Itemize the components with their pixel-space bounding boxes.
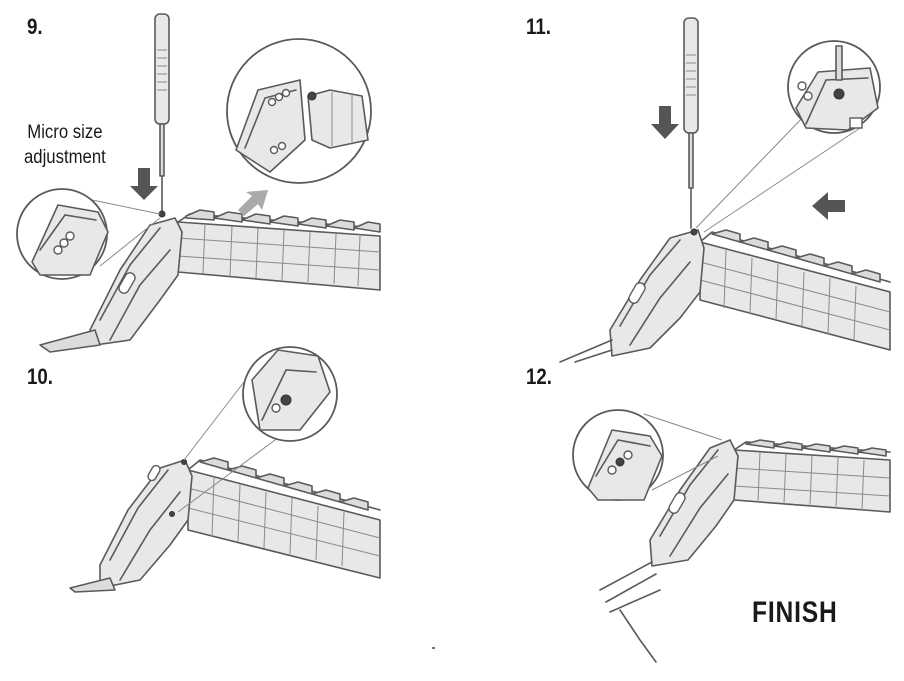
arrow-left-icon <box>812 192 845 220</box>
stray-mark <box>432 647 435 649</box>
step-10-clasp <box>69 459 193 593</box>
screwdriver-icon <box>154 13 170 218</box>
step-11-bracelet <box>699 229 891 351</box>
step-12-number: 12. <box>526 364 553 389</box>
step-9-caption-line-2: adjustment <box>24 147 106 168</box>
step-9-caption-line-1: Micro size <box>27 122 103 143</box>
arrow-down-icon <box>651 106 679 139</box>
arrow-up-right-icon <box>238 190 268 216</box>
step-9-number: 9. <box>27 14 43 39</box>
step-10-number: 10. <box>27 364 54 389</box>
step-11-number: 11. <box>526 14 551 39</box>
step-11-clasp <box>559 228 705 363</box>
step-12-zoom-detail-clasp <box>572 409 723 501</box>
step-11-zoom-detail-screw <box>695 40 881 233</box>
step-12-clasp <box>599 439 739 663</box>
step-9-zoom-detail-clasp <box>16 188 161 280</box>
step-10-bracelet <box>187 457 381 579</box>
step-9-clasp <box>39 217 183 353</box>
step-9-zoom-detail-pin <box>226 38 372 184</box>
step-9-bracelet <box>177 209 381 291</box>
screwdriver-icon <box>683 17 699 229</box>
finish-label: FINISH <box>752 596 838 629</box>
step-9-caption: Micro size adjustment <box>24 120 106 170</box>
step-10-zoom-detail-screw <box>177 346 338 513</box>
arrow-down-icon <box>130 168 158 200</box>
step-12-bracelet <box>733 439 891 513</box>
